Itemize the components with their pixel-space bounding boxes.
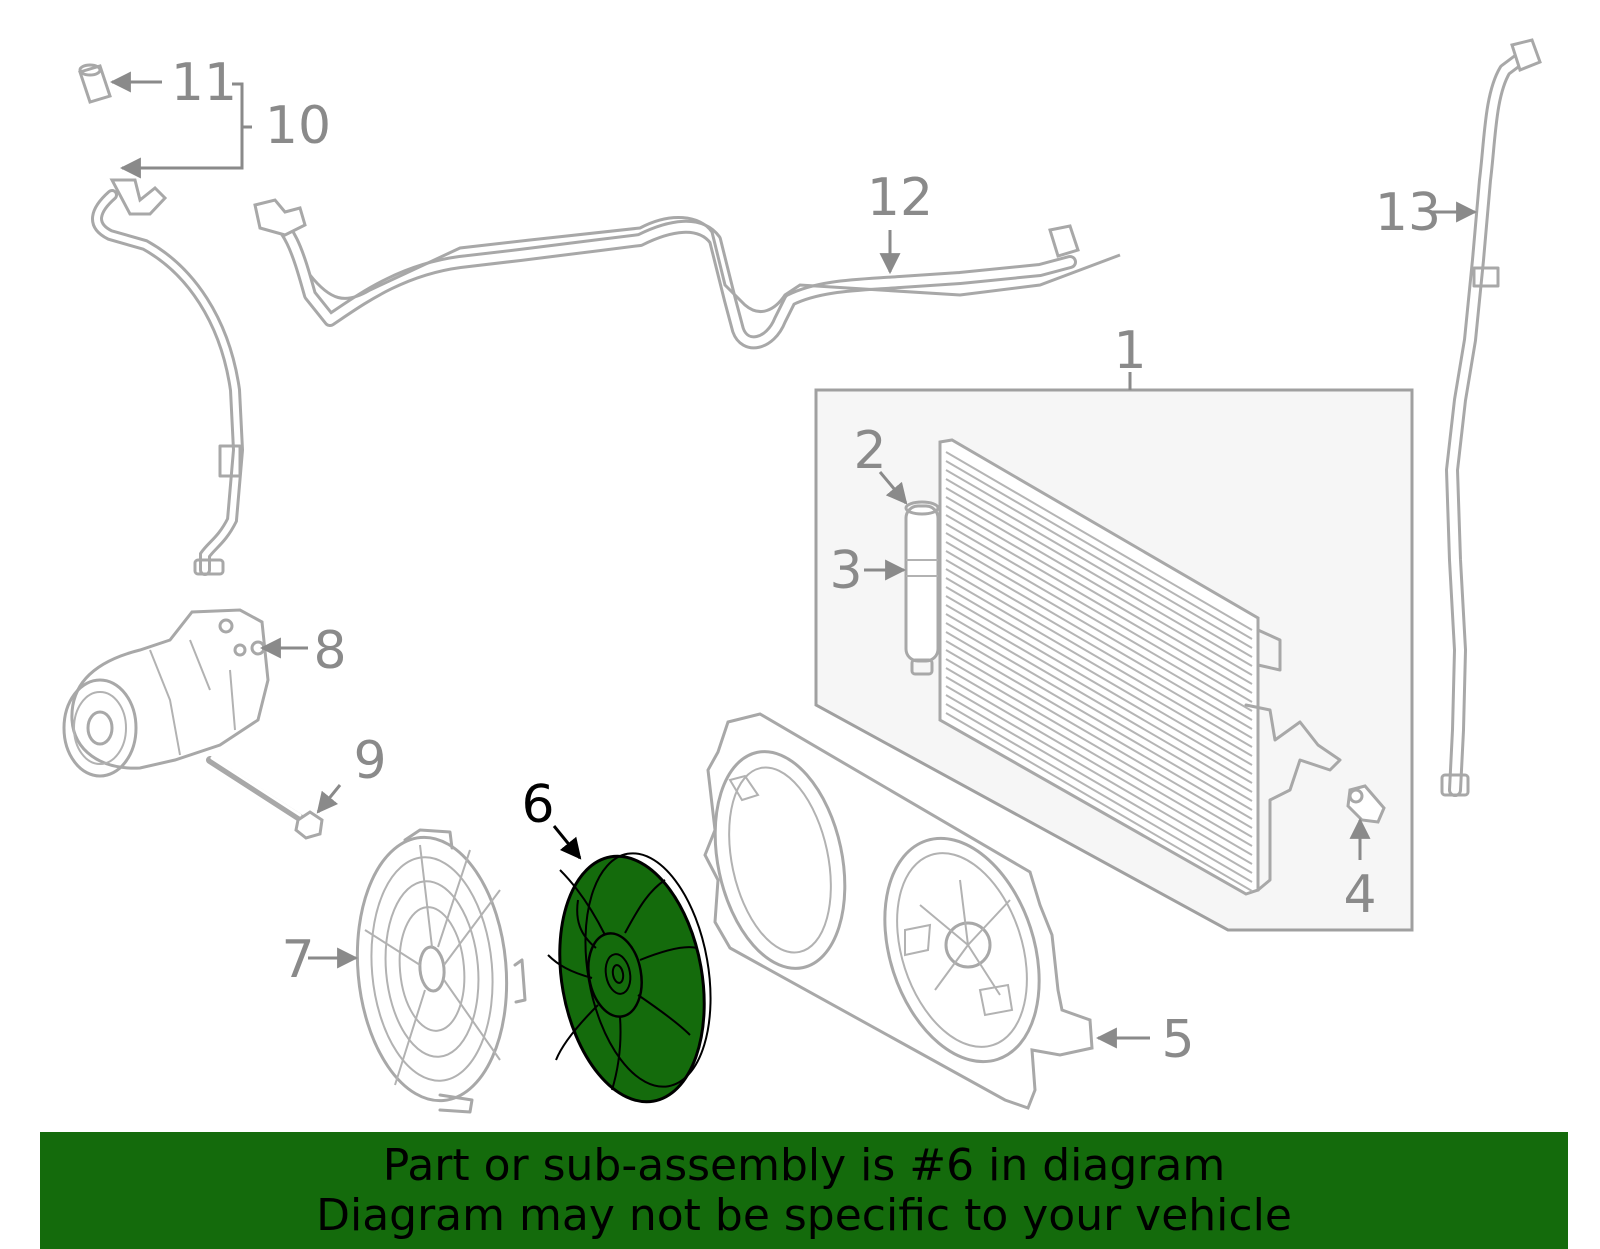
callout-3[interactable]: 3 xyxy=(829,541,862,601)
liquid-line xyxy=(1440,38,1542,797)
discharge-hose xyxy=(91,178,245,576)
footer-line-part-number: Part or sub-assembly is #6 in diagram xyxy=(382,1139,1226,1191)
condenser-fin-line xyxy=(945,451,1253,631)
condenser-fin-line xyxy=(945,523,1253,703)
condenser-fin-line xyxy=(945,694,1253,874)
callout-13[interactable]: 13 xyxy=(1375,183,1441,243)
condenser-fin-line xyxy=(945,676,1253,856)
callout-1[interactable]: 1 xyxy=(1113,321,1146,381)
condenser-fin-line xyxy=(945,712,1253,892)
condenser-fin-line xyxy=(945,631,1253,811)
condenser-fin-line xyxy=(945,604,1253,784)
condenser-fin-line xyxy=(945,577,1253,757)
callout-5[interactable]: 5 xyxy=(1161,1010,1194,1070)
condenser-fin-line xyxy=(945,460,1253,640)
condenser-fin-line xyxy=(945,532,1253,712)
callout-11[interactable]: 11 xyxy=(171,53,237,113)
leader-lines xyxy=(109,71,1478,1049)
condenser-fin-line xyxy=(945,586,1253,766)
condenser-fin-line xyxy=(945,541,1253,721)
condenser-fin-line xyxy=(945,622,1253,802)
condenser-fin-line xyxy=(945,703,1253,883)
condenser-fin-line xyxy=(945,550,1253,730)
service-cap xyxy=(78,63,112,104)
callout-2[interactable]: 2 xyxy=(853,421,886,481)
condenser-fin-line xyxy=(945,559,1253,739)
callout-6-highlighted[interactable]: 6 xyxy=(521,775,554,835)
condenser xyxy=(938,438,1342,896)
condenser-fin-line xyxy=(945,658,1253,838)
condenser-fin-line xyxy=(945,595,1253,775)
fan-guard xyxy=(355,828,527,1114)
condenser-fin-line xyxy=(945,667,1253,847)
callout-9[interactable]: 9 xyxy=(353,731,386,791)
condenser-fin-line xyxy=(945,496,1253,676)
condenser-fin-line xyxy=(945,478,1253,658)
callout-4[interactable]: 4 xyxy=(1343,865,1376,925)
callout-12[interactable]: 12 xyxy=(867,168,933,228)
callout-10[interactable]: 10 xyxy=(265,96,331,156)
condenser-fin-line xyxy=(945,613,1253,793)
fan-shroud xyxy=(703,712,1094,1110)
condenser-fin-line xyxy=(945,514,1253,694)
ac-compressor xyxy=(62,608,270,778)
footer-banner: Part or sub-assembly is #6 in diagram Di… xyxy=(40,1132,1568,1249)
condenser-fin-line xyxy=(945,469,1253,649)
pressure-switch xyxy=(1346,784,1386,824)
compressor-bolt xyxy=(206,756,324,840)
callout-labels: 1 2 3 4 5 6 7 8 9 10 11 12 13 xyxy=(171,53,1441,1070)
callout-8[interactable]: 8 xyxy=(313,621,346,681)
condenser-fin-line xyxy=(945,685,1253,865)
suction-line xyxy=(253,198,1121,350)
callout-7[interactable]: 7 xyxy=(281,930,314,990)
condenser-fin-line xyxy=(945,487,1253,667)
condenser-fin-line xyxy=(945,568,1253,748)
condenser-fin-line xyxy=(945,505,1253,685)
cooling-fan-blade-highlighted xyxy=(547,852,712,1104)
receiver-drier xyxy=(904,500,940,676)
condenser-fin-line xyxy=(945,649,1253,829)
footer-line-disclaimer: Diagram may not be specific to your vehi… xyxy=(316,1189,1292,1241)
condenser-fin-line xyxy=(945,640,1253,820)
